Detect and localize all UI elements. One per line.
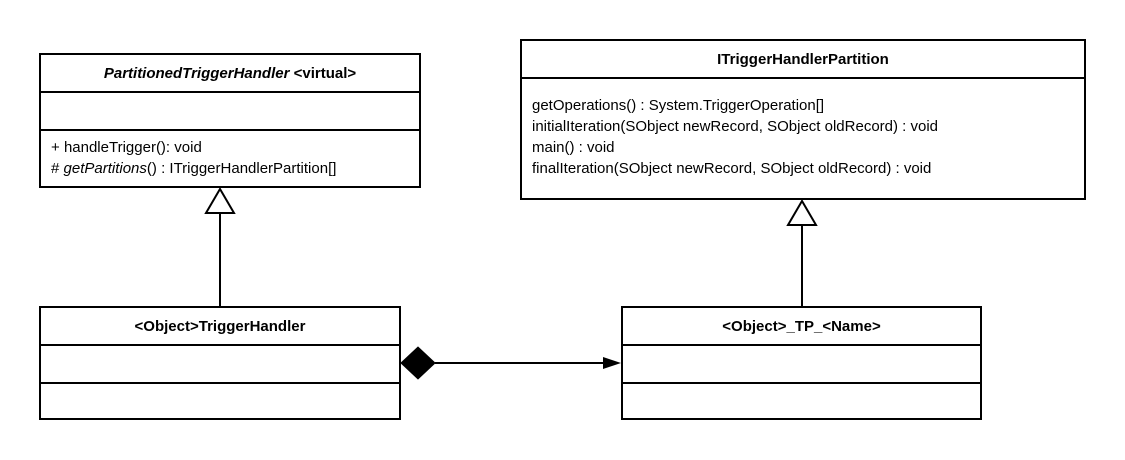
method-visibility: # [51, 160, 64, 177]
composition-arrow [400, 346, 621, 380]
attributes-section [41, 346, 399, 384]
method-line: finalIteration(SObject newRecord, SObjec… [532, 160, 932, 177]
class-header: <Object>TriggerHandler [41, 308, 399, 346]
method-name: handleTrigger [63, 139, 156, 156]
method-visibility: + [51, 139, 64, 156]
class-name: ITriggerHandlerPartition [717, 50, 889, 68]
method-signature: (): void [155, 139, 202, 156]
method-line: initialIteration(SObject newRecord, SObj… [532, 118, 939, 135]
class-header: <Object>_TP_<Name> [623, 308, 980, 346]
class-header: PartitionedTriggerHandler <virtual> [41, 55, 419, 93]
class-name: PartitionedTriggerHandler <virtual> [104, 65, 356, 82]
class-name-suffix: <virtual> [289, 64, 357, 82]
class-header: ITriggerHandlerPartition [522, 41, 1084, 79]
method-line: getOperations() : System.TriggerOperatio… [532, 97, 825, 114]
class-itrigger-handler-partition[interactable]: ITriggerHandlerPartition getOperations()… [520, 39, 1086, 200]
class-name: <Object>TriggerHandler [134, 317, 306, 335]
method-line: main() : void [532, 139, 615, 156]
class-object-trigger-handler[interactable]: <Object>TriggerHandler [39, 306, 401, 420]
class-name: <Object>_TP_<Name> [722, 317, 881, 335]
method-signature: () : ITriggerHandlerPartition[] [146, 160, 337, 177]
attributes-section [623, 346, 980, 384]
method-line: + handleTrigger(): void [51, 137, 409, 158]
class-name-italic: PartitionedTriggerHandler [103, 64, 290, 82]
methods-section: + handleTrigger(): void # getPartitions(… [41, 131, 419, 185]
inheritance-triangle-icon [204, 187, 236, 214]
attributes-section [41, 93, 419, 131]
arrowhead-icon [603, 357, 621, 369]
method-line: # getPartitions() : ITriggerHandlerParti… [51, 158, 409, 179]
inheritance-arrow-right [786, 199, 818, 306]
class-partitioned-trigger-handler[interactable]: PartitionedTriggerHandler <virtual> + ha… [39, 53, 421, 188]
inheritance-triangle-icon [786, 199, 818, 226]
inheritance-arrow-left [204, 187, 236, 306]
method-name: getPartitions [63, 160, 147, 177]
composition-diamond-icon [400, 346, 436, 380]
class-object-tp-name[interactable]: <Object>_TP_<Name> [621, 306, 982, 420]
methods-section: getOperations() : System.TriggerOperatio… [522, 79, 1084, 185]
